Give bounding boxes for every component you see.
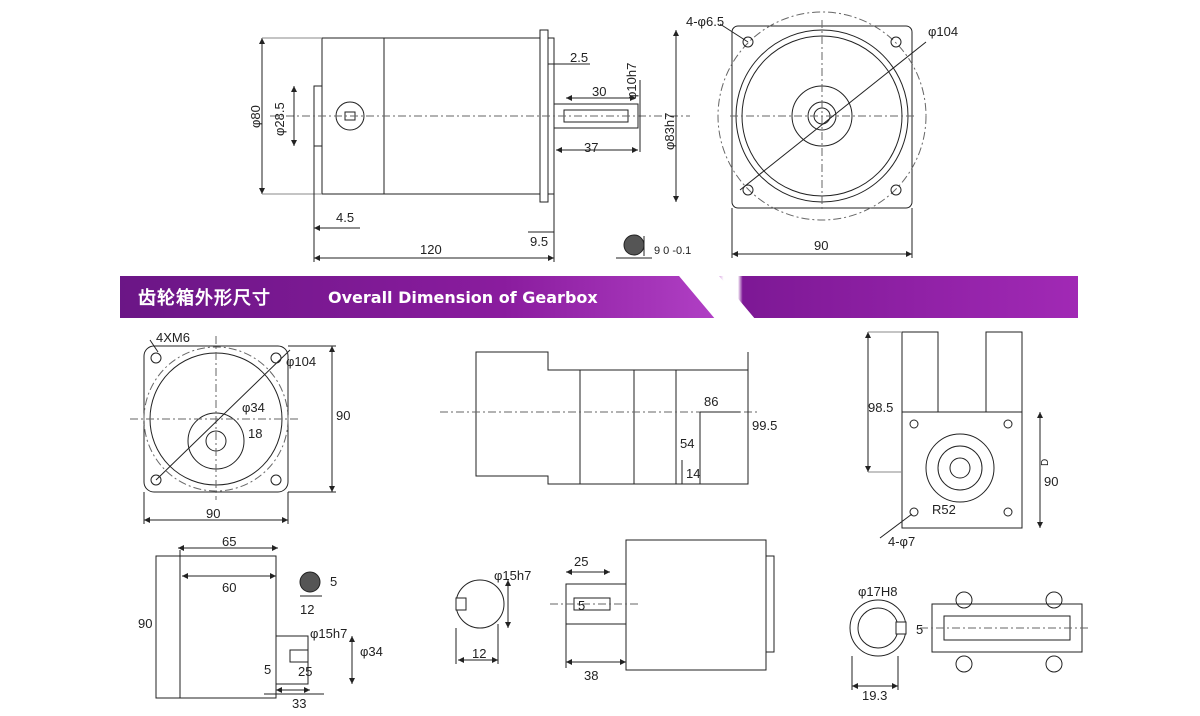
gear-99-5: 99.5 xyxy=(752,418,777,433)
bl-33: 33 xyxy=(292,696,306,711)
dim-phi83h7: φ83h7 xyxy=(662,113,677,150)
motor-front-view xyxy=(717,11,927,258)
dim-phi10h7: φ10h7 xyxy=(624,63,639,100)
banner-slash xyxy=(670,276,770,318)
bl-65: 65 xyxy=(222,534,236,549)
dim-4-5: 4.5 xyxy=(336,210,354,225)
gear-14: 14 xyxy=(686,466,700,481)
motor-90: 90 xyxy=(814,238,828,253)
dim-phi28-5: φ28.5 xyxy=(272,102,287,136)
dim-120: 120 xyxy=(420,242,442,257)
motor-holes: 4-φ6.5 xyxy=(686,14,724,29)
bl-key-12: 12 xyxy=(300,602,314,617)
shaft-side-5: 5 xyxy=(578,598,585,613)
bl-phi34: φ34 xyxy=(360,644,383,659)
hollow-5: 5 xyxy=(916,622,923,637)
gear-r52: R52 xyxy=(932,502,956,517)
gear-98-5: 98.5 xyxy=(868,400,893,415)
hollow-shaft-view xyxy=(849,591,1090,690)
shaft-section xyxy=(455,579,511,664)
gear-90-width: 90 xyxy=(206,506,220,521)
dim-9-5: 9.5 xyxy=(530,234,548,249)
dim-37: 37 xyxy=(584,140,598,155)
gear-holes: 4XM6 xyxy=(156,330,190,345)
gear-right-view xyxy=(865,331,1043,539)
gear-bottom-left-view xyxy=(155,545,355,699)
gear-right-90: 90 xyxy=(1044,474,1058,489)
bl-key-5: 5 xyxy=(330,574,337,589)
gear-18: 18 xyxy=(248,426,262,441)
shaft-side-view xyxy=(550,539,775,671)
key-tolerance: 9 0 -0.1 xyxy=(654,245,691,257)
gear-holes-phi7: 4-φ7 xyxy=(888,534,915,549)
dim-2-5: 2.5 xyxy=(570,50,588,65)
gear-86: 86 xyxy=(704,394,718,409)
shaft-side-25: 25 xyxy=(574,554,588,569)
gear-phi34: φ34 xyxy=(242,400,265,415)
dim-30: 30 xyxy=(592,84,606,99)
hollow-phi17h8: φ17H8 xyxy=(858,584,898,599)
bl-60: 60 xyxy=(222,580,236,595)
banner-title-cn: 齿轮箱外形尺寸 xyxy=(138,288,271,309)
motor-phi104: φ104 xyxy=(928,24,958,39)
gear-90-height: 90 xyxy=(336,408,350,423)
gear-54: 54 xyxy=(680,436,694,451)
gear-front-view xyxy=(130,336,336,524)
bl-25: 25 xyxy=(298,664,312,679)
bl-90: 90 xyxy=(138,616,152,631)
bl-phi15h7: φ15h7 xyxy=(310,626,347,641)
banner-title-en: Overall Dimension of Gearbox xyxy=(328,288,598,307)
hollow-19-3: 19.3 xyxy=(862,688,887,703)
shaft-phi15h7: φ15h7 xyxy=(494,568,531,583)
shaft-side-38: 38 xyxy=(584,668,598,683)
gear-small-d: D xyxy=(1040,459,1051,466)
section-banner: 齿轮箱外形尺寸 Overall Dimension of Gearbox xyxy=(120,276,1078,318)
gear-phi104: φ104 xyxy=(286,354,316,369)
shaft-12: 12 xyxy=(472,646,486,661)
bl-5: 5 xyxy=(264,662,271,677)
gear-side-view xyxy=(440,351,760,485)
key-detail xyxy=(616,234,652,259)
motor-side-view xyxy=(259,29,690,262)
dim-phi80: φ80 xyxy=(248,105,263,128)
